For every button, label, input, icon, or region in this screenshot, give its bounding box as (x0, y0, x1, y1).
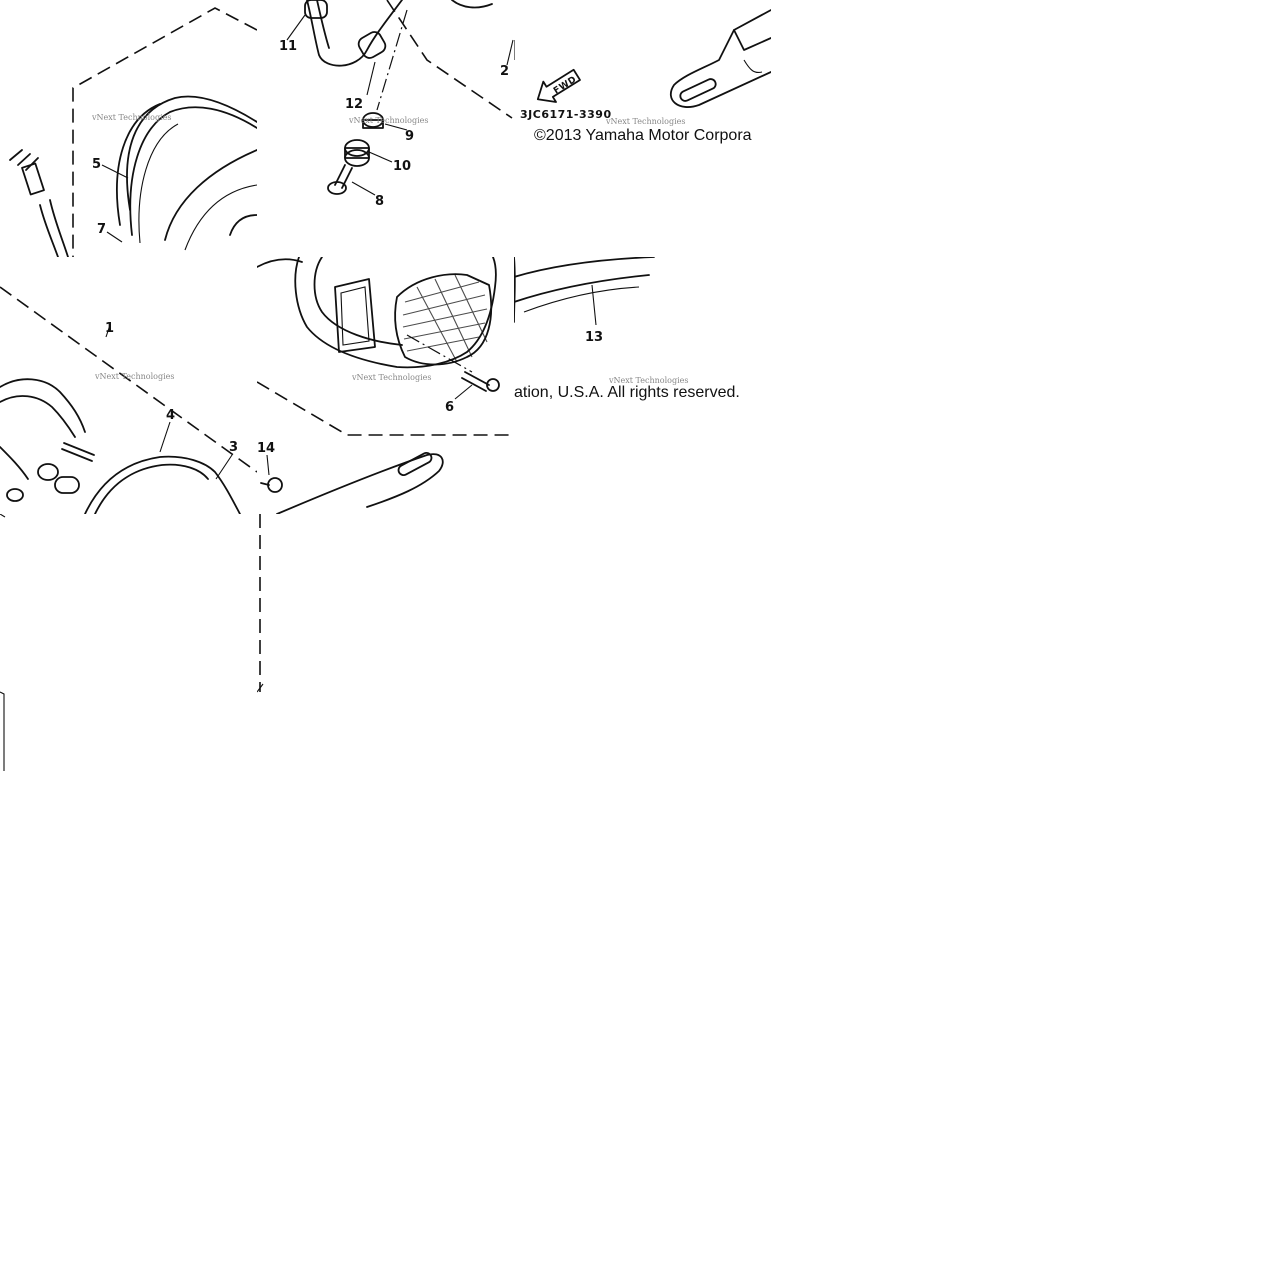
callout-13: 13 (585, 330, 603, 345)
copyright-line-1: ©2013 Yamaha Motor Corpora (534, 127, 752, 144)
tile-bottom-middle (257, 514, 514, 771)
watermark: vNext Technologies (94, 372, 174, 381)
callout-12: 12 (345, 97, 363, 112)
part-code: 3JC6171-3390 (520, 108, 612, 121)
callout-4: 4 (166, 408, 175, 423)
callout-8: 8 (375, 194, 384, 209)
tile-top-left: 5 7 vNext Technologies (0, 0, 257, 257)
watermark: vNext Technologies (348, 116, 428, 125)
callout-5: 5 (92, 157, 101, 172)
tile-middle-right: 13 ation, U.S.A. All rights reserved. vN… (514, 257, 771, 514)
tile-top-middle: 11 12 9 10 8 2 vNext Technologies (257, 0, 514, 257)
watermark: vNext Technologies (605, 117, 685, 126)
callout-7: 7 (97, 222, 106, 237)
watermark: vNext Technologies (351, 373, 431, 382)
callout-2: 2 (500, 64, 509, 79)
callout-9: 9 (405, 129, 414, 144)
svg-text:FWD: FWD (552, 75, 579, 97)
tile-bracket-row: 14 (257, 437, 514, 514)
tile-bottom-left (0, 514, 257, 771)
callout-14: 14 (257, 441, 275, 456)
callout-1: 1 (105, 321, 114, 336)
tile-middle-left: 1 4 3 vNext Technologies (0, 257, 257, 514)
tile-center: 6 vNext Technologies (257, 257, 514, 514)
watermark: vNext Technologies (608, 376, 688, 385)
callout-11: 11 (279, 39, 297, 54)
callout-10: 10 (393, 159, 411, 174)
callout-6: 6 (445, 400, 454, 415)
tile-top-right: FWD 3JC6171-3390 ©2013 Yamaha Motor Corp… (514, 0, 771, 257)
fwd-arrow-icon: FWD (536, 68, 581, 103)
copyright-line-2: ation, U.S.A. All rights reserved. (514, 384, 740, 401)
callout-3: 3 (229, 440, 238, 455)
watermark: vNext Technologies (91, 113, 171, 122)
